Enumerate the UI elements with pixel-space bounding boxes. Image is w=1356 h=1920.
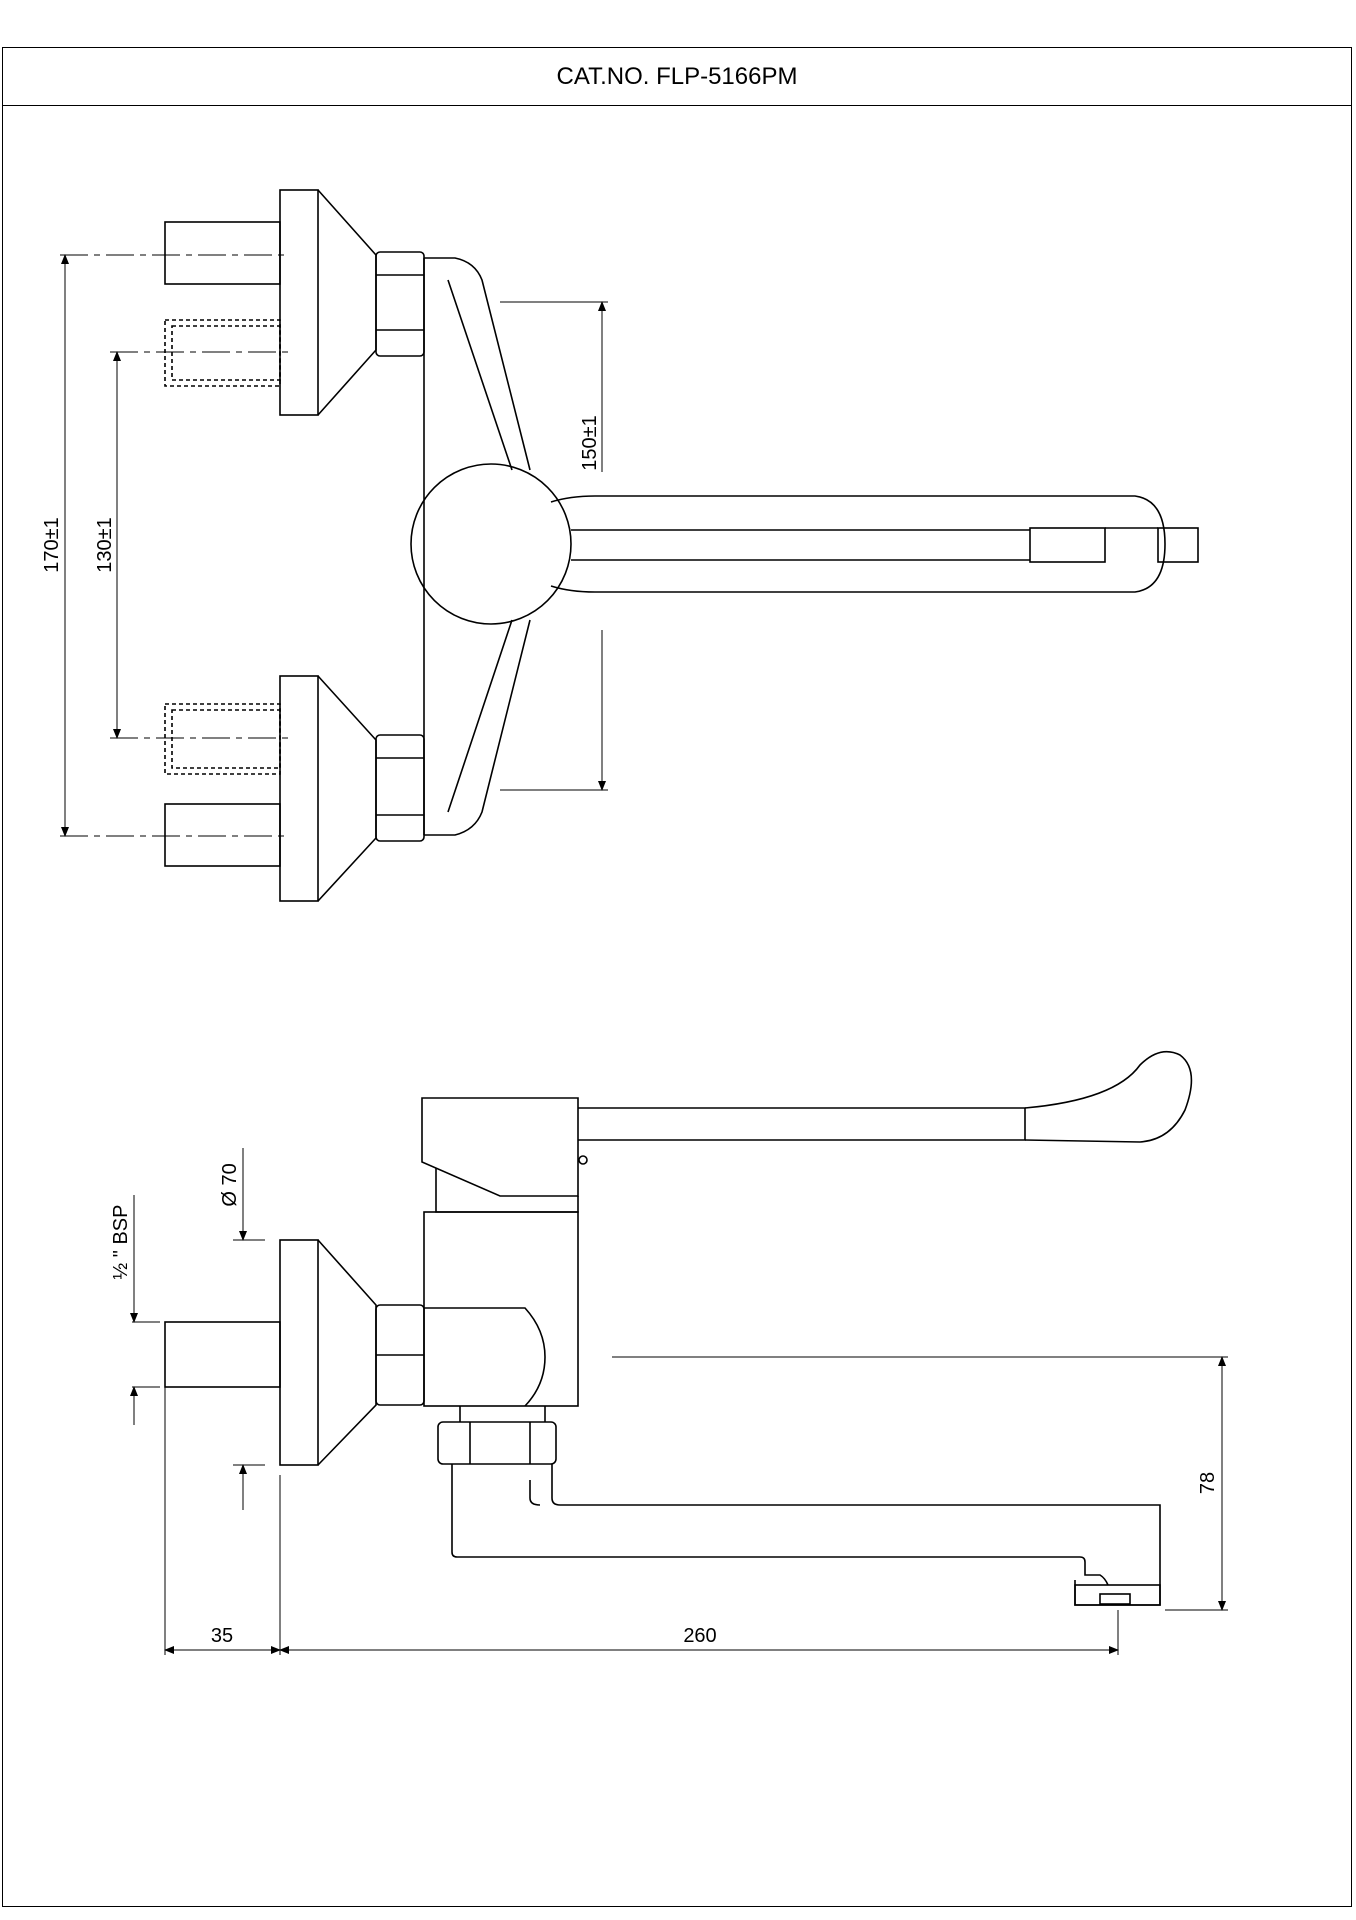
upper-flange	[164, 189, 425, 416]
upper-inlet-pipe	[164, 221, 281, 285]
body-inlet-curve	[424, 1307, 546, 1407]
catalog-number: CAT.NO. FLP-5166PM	[556, 62, 798, 90]
lever-handle	[421, 1050, 1193, 1213]
dim-label-78: 78	[1197, 1472, 1219, 1494]
side-inlet-pipe	[164, 1321, 281, 1388]
side-flange	[279, 1239, 319, 1466]
lever-end-top	[1029, 527, 1106, 563]
dim-label-150: 150±1	[579, 415, 601, 470]
top-view	[60, 189, 1199, 902]
lower-inlet-pipe	[164, 803, 281, 867]
dim-label-70: Ø 70	[219, 1163, 241, 1206]
dim-label-170: 170±1	[41, 517, 63, 572]
centerlines-top	[60, 254, 290, 837]
title-block: CAT.NO. FLP-5166PM	[2, 47, 1352, 106]
dim-label-130: 130±1	[94, 517, 116, 572]
mixer-body-side	[423, 1211, 579, 1407]
lower-hidden-pipe	[164, 703, 281, 775]
upper-hidden-pipe	[164, 319, 281, 387]
extension-lines-side	[132, 1239, 1228, 1655]
mixer-body	[410, 257, 1199, 836]
side-view	[130, 1050, 1228, 1655]
drawing-frame	[2, 105, 1352, 1907]
cartridge-circle	[410, 463, 572, 625]
dim-label-260: 260	[683, 1625, 716, 1647]
dim-label-35: 35	[211, 1625, 233, 1647]
lower-flange	[164, 675, 425, 902]
spout	[451, 1464, 1161, 1606]
swivel-nut	[437, 1421, 557, 1465]
dim-label-bsp: ½ " BSP	[110, 1205, 132, 1280]
lower-hex-nut	[375, 734, 425, 842]
aerator	[1099, 1593, 1131, 1605]
upper-hex-nut	[375, 251, 425, 357]
